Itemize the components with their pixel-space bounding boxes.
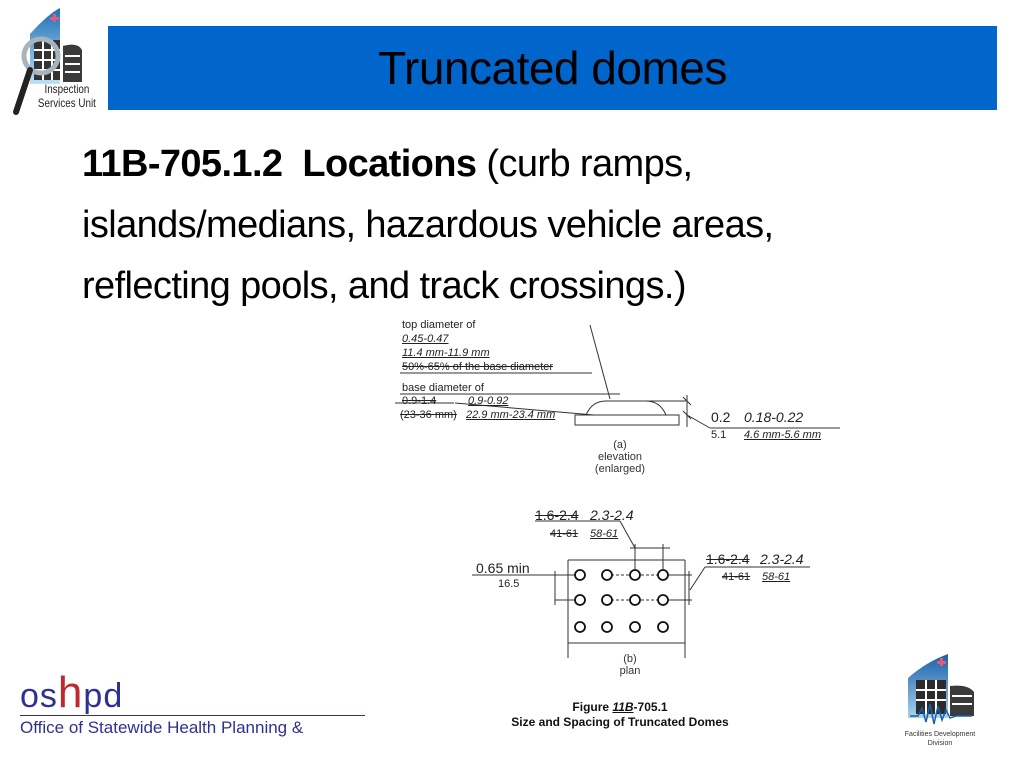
section-heading: Locations: [302, 143, 477, 185]
code-reference: 11B-705.1.2: [82, 143, 283, 185]
elevation-caption: (a) elevation (enlarged): [594, 439, 646, 475]
body-line-2: islands/medians, hazardous vehicle areas…: [82, 204, 774, 246]
dome-diagram-lines: [395, 324, 840, 658]
height-new-inches: 0.18-0.22: [744, 409, 804, 425]
inspection-magnifier-building-icon: [13, 8, 82, 115]
body-text: 11B-705.1.2 Locations (curb ramps, islan…: [82, 134, 982, 317]
top-spacing-new-mm: 58-61: [590, 528, 619, 540]
title-bar: Truncated domes: [108, 26, 997, 110]
figure-caption: Figure 11B-705.1 Size and Spacing of Tru…: [511, 700, 729, 729]
base-diameter-new-inches: 0.9-0.92: [468, 395, 509, 407]
height-old-mm: 5.1: [711, 429, 727, 441]
top-spacing-old-mm: 41-61: [550, 528, 579, 540]
top-spacing-old-inches: 1.6-2.4: [535, 507, 579, 523]
slide-title: Truncated domes: [378, 42, 727, 94]
top-diameter-mm: 11.4 mm-11.9 mm: [402, 347, 490, 359]
right-spacing-old-inches: 1.6-2.4: [706, 551, 750, 567]
base-diameter-old-mm: (23-36 mm): [400, 409, 457, 421]
top-diameter-inches: 0.45-0.47: [402, 333, 449, 345]
oshpd-logo: oshpd Office of Statewide Health Plannin…: [20, 668, 365, 738]
body-line-1: (curb ramps,: [476, 143, 693, 185]
height-new-mm: 4.6 mm-5.6 mm: [744, 429, 822, 441]
right-spacing-new-mm: 58-61: [762, 571, 791, 583]
oshpd-wordmark: oshpd: [20, 668, 124, 717]
min-spacing-inches: 0.65 min: [476, 560, 530, 576]
right-spacing-old-mm: 41-61: [722, 571, 751, 583]
plan-caption: (b) plan: [619, 653, 641, 677]
base-diameter-label: base diameter of: [402, 382, 484, 394]
base-diameter-old-inches: 0.9-1.4: [402, 395, 437, 407]
right-spacing-new-inches: 2.3-2.4: [760, 551, 804, 567]
facilities-development-label: Facilities Development Division: [904, 731, 976, 747]
truncated-dome-figure: top diameter of 0.45-0.47 11.4 mm-11.9 m…: [380, 315, 860, 735]
facilities-development-logo: [896, 650, 986, 754]
top-diameter-old: 50%-65% of the base diameter: [402, 361, 554, 373]
top-diameter-label: top diameter of: [402, 319, 476, 331]
top-spacing-new-inches: 2.3-2.4: [590, 507, 634, 523]
height-old-inches: 0.2: [711, 409, 731, 425]
oshpd-divider: [20, 715, 365, 716]
min-spacing-mm: 16.5: [498, 578, 520, 590]
body-line-3: reflecting pools, and track crossings.): [82, 265, 686, 307]
inspection-services-unit-label: Inspection Services Unit: [37, 82, 96, 110]
oshpd-subtitle: Office of Statewide Health Planning &: [20, 718, 304, 737]
facilities-building-waveform-icon: [908, 654, 974, 725]
base-diameter-new-mm: 22.9 mm-23.4 mm: [466, 409, 556, 421]
inspection-services-unit-logo: [8, 4, 108, 120]
